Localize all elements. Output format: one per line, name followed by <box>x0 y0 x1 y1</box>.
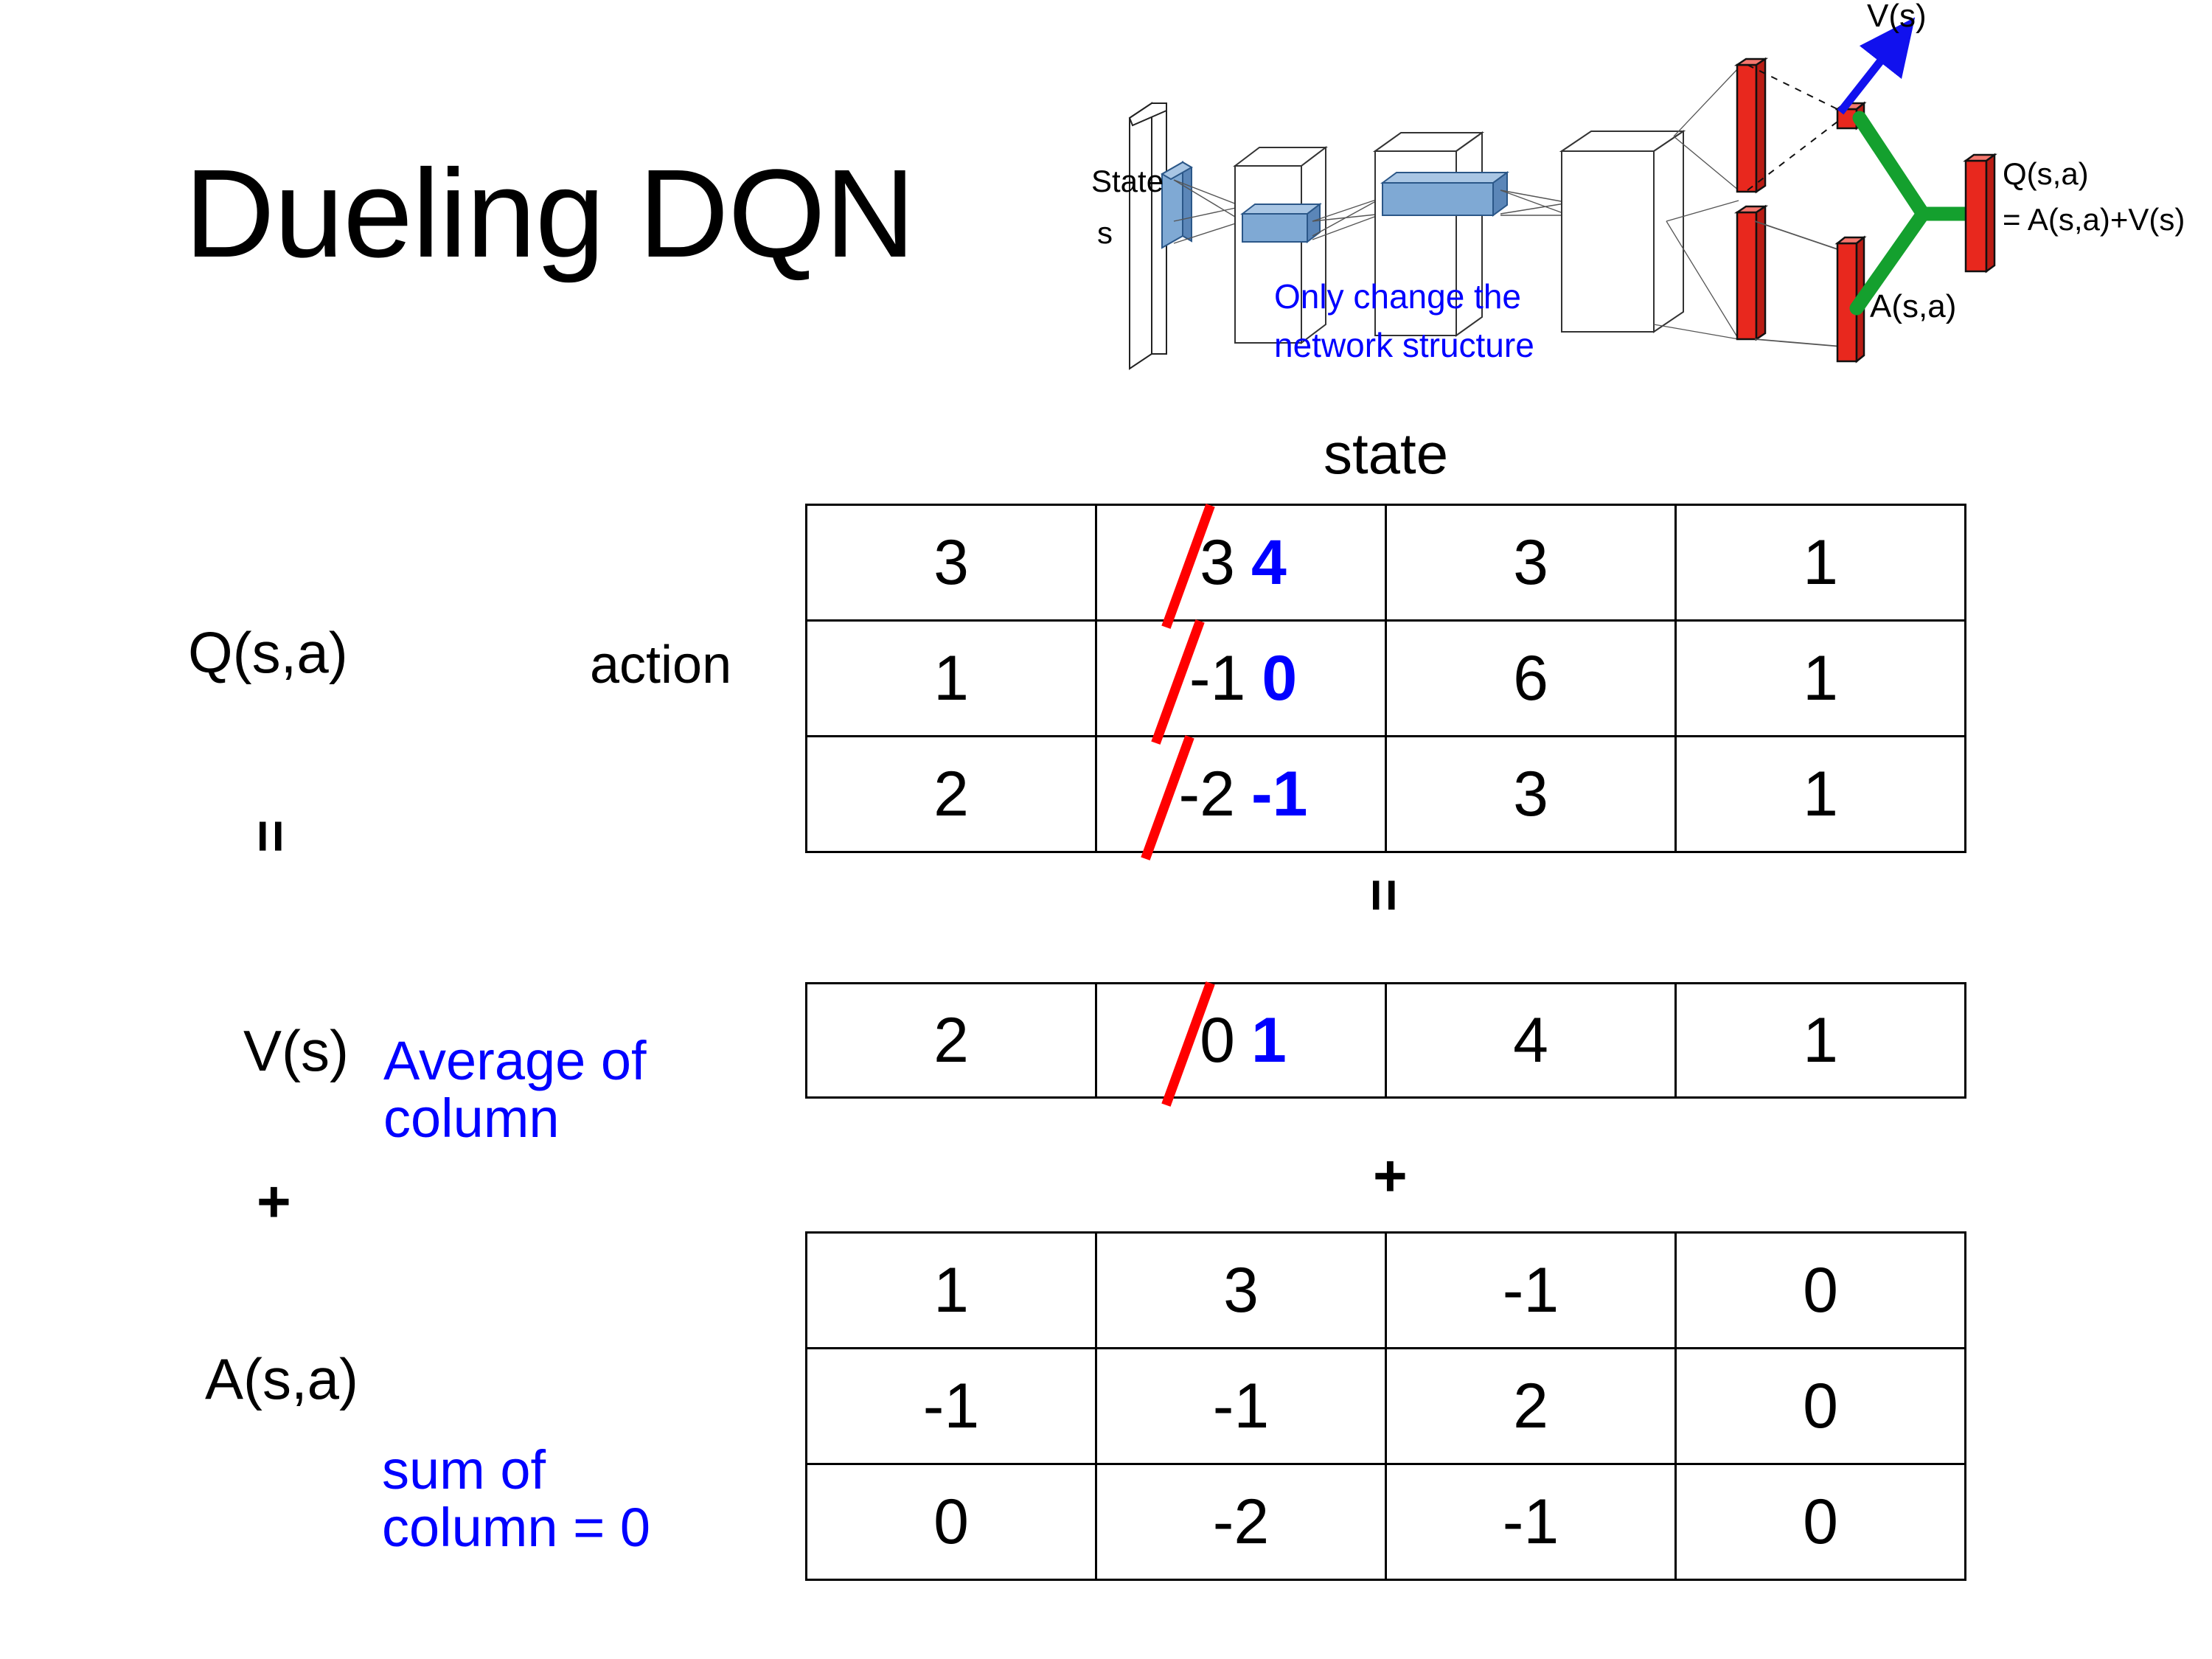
diagram-advantage-label: A(s,a) <box>1870 288 1956 324</box>
q-cell-1-3: 1 <box>1674 619 1966 737</box>
plus-sign-middle: + <box>1373 1143 1408 1208</box>
diagram-q-label-2: = A(s,a)+V(s) <box>2003 202 2185 237</box>
a-cell-2-2: -1 <box>1385 1463 1677 1581</box>
v-function-label: V(s) <box>243 1018 349 1083</box>
diagram-value-label: V(s) <box>1867 0 1927 34</box>
q-cell-2-3: 1 <box>1674 735 1966 853</box>
table-row: 0 -2 -1 0 <box>805 1463 1966 1581</box>
v-cell-0-1-new: 1 <box>1251 1004 1287 1076</box>
sum-note-line2: column = 0 <box>382 1496 651 1558</box>
page-title: Dueling DQN <box>184 144 915 284</box>
q-cell-2-1-new: -1 <box>1251 758 1308 830</box>
q-cell-2-0: 2 <box>805 735 1097 853</box>
plus-sign-left: + <box>257 1169 291 1234</box>
q-cell-0-0: 3 <box>805 504 1097 622</box>
average-note-line1: Average of <box>383 1030 647 1091</box>
a-cell-1-0: -1 <box>805 1347 1097 1465</box>
q-cell-2-1: -2-1 <box>1095 735 1387 853</box>
table-row: 1 3 -1 0 <box>805 1231 1966 1349</box>
q-cell-2-1-old: -2 <box>1175 758 1239 831</box>
q-cell-1-0: 1 <box>805 619 1097 737</box>
a-cell-0-3: 0 <box>1674 1231 1966 1349</box>
q-cell-0-1-old: 3 <box>1195 526 1239 599</box>
diagram-note-line2: network structure <box>1274 326 1534 364</box>
q-cell-1-1-new: 0 <box>1262 642 1298 714</box>
diagram-state-sub: s <box>1097 215 1113 250</box>
q-cell-1-2: 6 <box>1385 619 1677 737</box>
average-of-column-note: Average of column <box>383 1032 647 1147</box>
state-axis-label: state <box>1324 421 1449 486</box>
dueling-network-diagram: V(s) A(s,a) Q(s,a) = A(s,a)+V(s) State s… <box>1091 0 2212 413</box>
a-value-table: 1 3 -1 0 -1 -1 2 0 0 -2 -1 0 <box>805 1231 1966 1581</box>
a-function-label: A(s,a) <box>205 1346 359 1411</box>
a-cell-1-1: -1 <box>1095 1347 1387 1465</box>
v-cell-0-1-old: 0 <box>1195 1004 1239 1077</box>
a-cell-0-2: -1 <box>1385 1231 1677 1349</box>
a-cell-2-0: 0 <box>805 1463 1097 1581</box>
a-cell-2-3: 0 <box>1674 1463 1966 1581</box>
sum-note-line1: sum of <box>382 1439 546 1500</box>
average-note-line2: column <box>383 1087 560 1149</box>
equals-sign-left: = <box>238 819 304 853</box>
v-cell-0-3: 1 <box>1674 982 1966 1099</box>
diagram-q-label-1: Q(s,a) <box>2003 156 2089 191</box>
q-cell-2-2: 3 <box>1385 735 1677 853</box>
q-cell-1-1-old: -1 <box>1185 642 1250 715</box>
q-function-label: Q(s,a) <box>188 620 348 685</box>
q-cell-0-1-new: 4 <box>1251 526 1287 598</box>
diagram-state-label: State <box>1091 164 1164 198</box>
sum-of-column-note: sum of column = 0 <box>382 1441 650 1556</box>
q-cell-0-2: 3 <box>1385 504 1677 622</box>
a-cell-0-1: 3 <box>1095 1231 1387 1349</box>
v-cell-0-0: 2 <box>805 982 1097 1099</box>
a-cell-2-1: -2 <box>1095 1463 1387 1581</box>
action-axis-label: action <box>590 636 732 695</box>
a-cell-0-0: 1 <box>805 1231 1097 1349</box>
v-cell-0-2: 4 <box>1385 982 1677 1099</box>
a-cell-1-3: 0 <box>1674 1347 1966 1465</box>
a-cell-1-2: 2 <box>1385 1347 1677 1465</box>
table-row: -1 -1 2 0 <box>805 1347 1966 1465</box>
table-row: 2 -2-1 3 1 <box>805 735 1966 853</box>
q-cell-0-3: 1 <box>1674 504 1966 622</box>
equals-sign-middle: = <box>1352 878 1417 912</box>
diagram-note-line1: Only change the <box>1274 277 1521 316</box>
